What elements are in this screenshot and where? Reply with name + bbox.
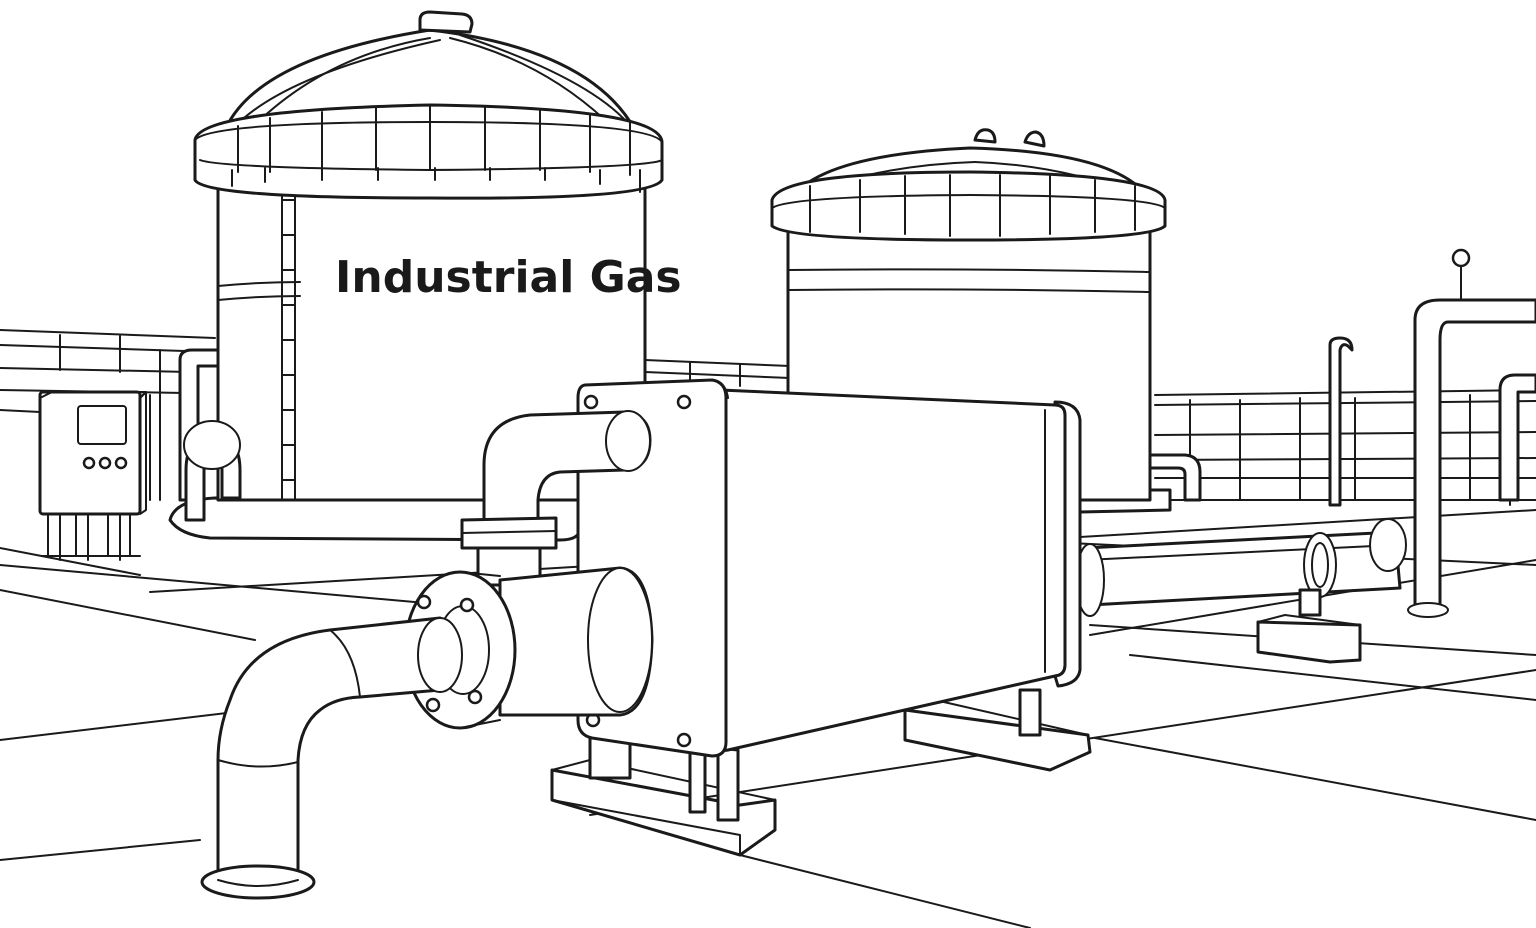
cabinet-screen: [77, 405, 127, 445]
cabinet-button-3: [114, 456, 128, 470]
cabinet-button-2: [98, 456, 112, 470]
pipe-flange-3: [1369, 518, 1407, 572]
horizontal-pipeline: [1075, 518, 1407, 664]
tank-label: Industrial Gas: [335, 252, 682, 303]
vent-cap: [1451, 248, 1471, 268]
right-tank-outlet-pipe: [1148, 453, 1202, 502]
left-tank-inlet-pipe: [178, 348, 242, 522]
flange-bolt-2: [459, 597, 475, 613]
pipe-floor-mount: [200, 864, 316, 900]
control-cabinet: [38, 390, 147, 561]
vent-pipe-right: [1328, 248, 1536, 618]
plate-bolt-2: [676, 394, 692, 410]
flange-bolt-4: [425, 697, 441, 713]
front-inlet-pipe: [200, 410, 654, 900]
cabinet-button-1: [82, 456, 96, 470]
plate-bolt-1: [583, 394, 599, 410]
flange-bolt-3: [467, 689, 483, 705]
flange-bolt-1: [416, 594, 432, 610]
plate-bolt-4: [676, 732, 692, 748]
heat-exchanger-unit: [550, 378, 1092, 857]
railing-right: [1154, 389, 1536, 506]
